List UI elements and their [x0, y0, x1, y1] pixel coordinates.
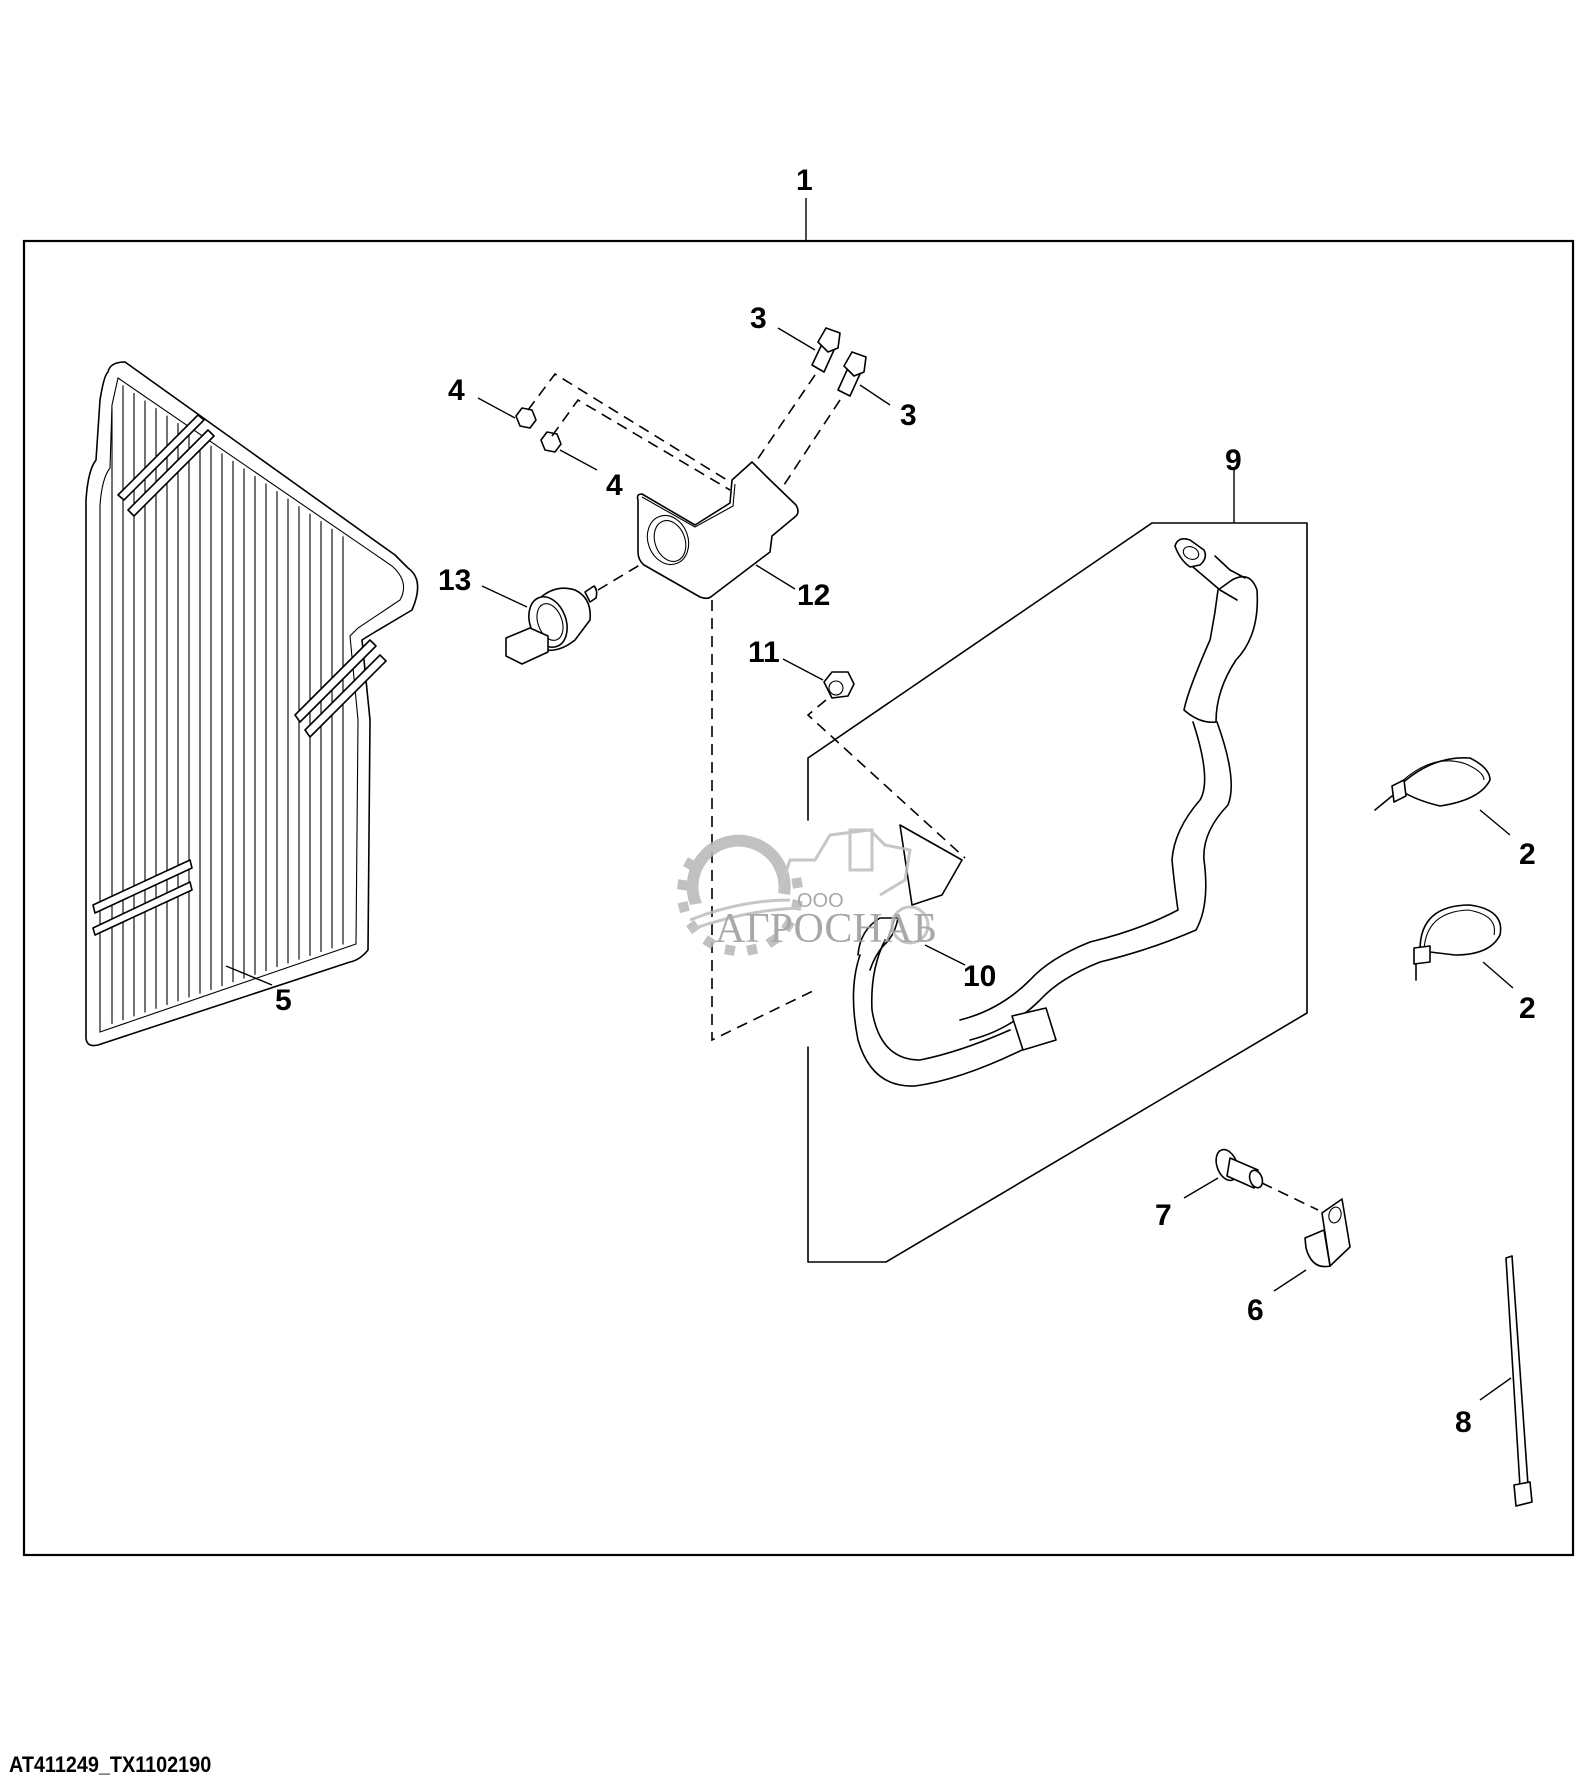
cap-screw-part-3a [811, 327, 841, 373]
assembly-line-rivet [1261, 1182, 1319, 1211]
callout-6: 6 [1247, 1294, 1264, 1327]
screen-part-5 [85, 361, 419, 1047]
callout-2b: 2 [1519, 992, 1536, 1025]
callout-3b: 3 [900, 399, 917, 432]
cable-assembly-panel [807, 522, 1308, 1263]
leader-11 [782, 658, 824, 681]
bracket-part-12 [636, 461, 799, 600]
callout-7: 7 [1155, 1199, 1172, 1232]
gear-tooth [676, 879, 689, 891]
callout-11: 11 [748, 636, 780, 669]
callout-1: 1 [796, 164, 813, 197]
callout-12: 12 [797, 579, 830, 612]
gear-tooth [724, 944, 736, 956]
nut-part-4b [540, 431, 562, 453]
assembly-line-sensor [597, 562, 644, 591]
leader-12 [755, 564, 796, 590]
gear-tooth [746, 943, 758, 956]
gear-tooth [682, 857, 697, 871]
gear-tooth [781, 918, 796, 933]
gear-tooth [765, 934, 780, 949]
leader-7 [1183, 1177, 1219, 1199]
leader-5 [225, 965, 273, 986]
gear-tooth [677, 900, 690, 914]
nut-part-4a [515, 407, 537, 429]
leader-8 [1479, 1377, 1512, 1401]
gear-tooth [686, 920, 701, 935]
gear-logo-icon [676, 834, 803, 956]
callout-10: 10 [963, 960, 996, 993]
combine-harvester-icon [778, 828, 930, 945]
leader-4b [559, 449, 598, 471]
assembly-line-screw-b [781, 399, 841, 489]
assembly-line-nuts-2 [551, 398, 731, 491]
battery-cable [852, 538, 1259, 1087]
clip-part-6 [1304, 1198, 1351, 1268]
long-cable-tie-part-8 [1505, 1255, 1533, 1507]
watermark-prefix: ООО [797, 890, 844, 912]
leader-6 [1273, 1269, 1307, 1292]
figure-id-label: AT411249_TX1102190 [9, 1752, 212, 1777]
leader-13 [481, 585, 528, 608]
watermark-name: АГРОСНАБ [715, 906, 937, 952]
leader-2a [1479, 809, 1511, 836]
cable-shield-part-10 [899, 824, 963, 906]
cable-tie-part-2a [1374, 756, 1491, 811]
assembly-line-nuts [527, 372, 736, 486]
agrosnab-watermark: ООО АГРОСНАБ [676, 828, 937, 956]
callout-9: 9 [1225, 444, 1242, 477]
cap-screw-part-3b [837, 351, 867, 397]
callout-3a: 3 [750, 302, 767, 335]
sensor-part-13 [505, 585, 598, 665]
callout-13: 13 [438, 564, 471, 597]
flange-nut-part-11 [823, 671, 855, 699]
leader-2b [1482, 961, 1514, 989]
rivet-part-7 [1215, 1148, 1264, 1189]
callout-4a: 4 [448, 374, 465, 407]
assembly-line-nut [806, 699, 966, 859]
kit-frame [22, 198, 1575, 1557]
leader-4a [477, 397, 516, 419]
leader-10 [924, 944, 966, 966]
callout-5: 5 [275, 984, 292, 1017]
cable-tie-part-2b [1413, 904, 1502, 981]
callout-8: 8 [1455, 1406, 1472, 1439]
callout-4b: 4 [606, 469, 623, 502]
assembly-line-screw-a [756, 374, 816, 461]
leader-3a [777, 327, 816, 351]
gear-tooth [702, 935, 717, 950]
gear-tooth [791, 877, 803, 889]
assembly-line-bracket [711, 600, 816, 1042]
leader-3b [859, 384, 891, 406]
callout-2a: 2 [1519, 838, 1536, 871]
